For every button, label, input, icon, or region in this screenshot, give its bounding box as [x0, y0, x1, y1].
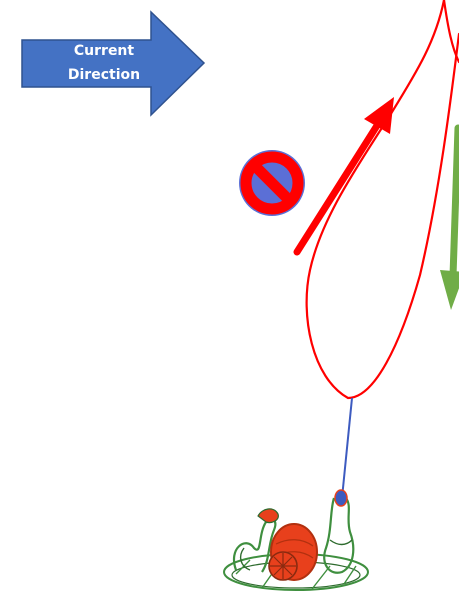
leader-line: [342, 398, 352, 498]
current-direction-label-line1: Current: [74, 43, 135, 59]
sketch-right-arm: [324, 498, 353, 573]
block-right-arrow-icon: [22, 12, 204, 115]
red-up-arrow-icon: [297, 97, 394, 252]
current-direction-arrow: Current Direction: [22, 12, 204, 115]
prohibited-icon: [239, 150, 305, 216]
current-direction-label-line2: Direction: [68, 67, 140, 83]
sketch-figure: [224, 490, 368, 590]
